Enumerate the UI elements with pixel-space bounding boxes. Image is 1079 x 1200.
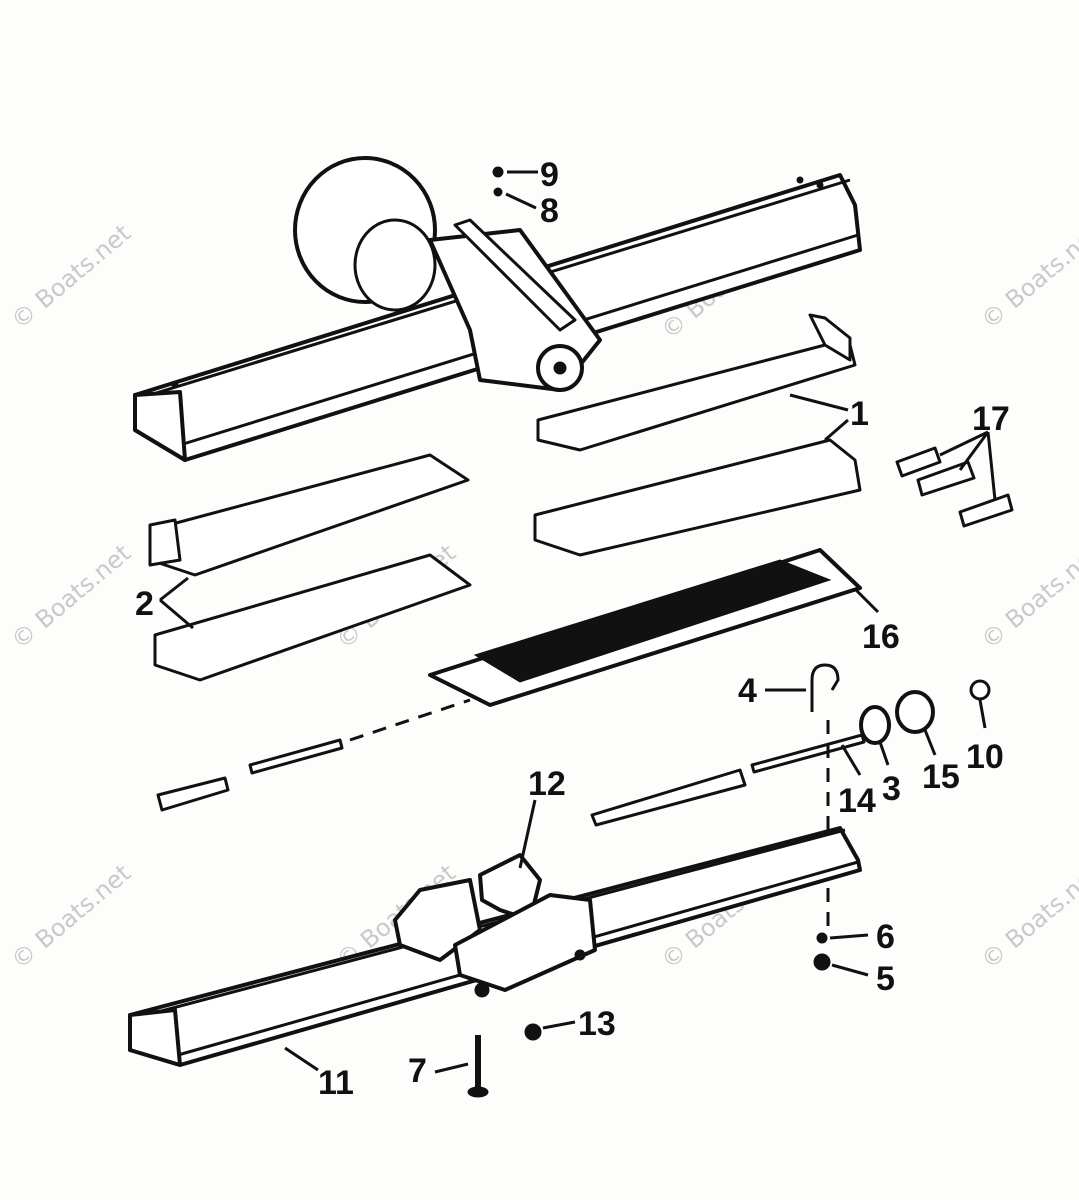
callout-2: 2 <box>135 585 154 623</box>
pad-17c <box>958 493 1014 528</box>
part-17-pads <box>895 446 1014 528</box>
callout-5: 5 <box>876 960 895 998</box>
shaft-rod-short <box>248 738 344 775</box>
hardware <box>467 166 831 1098</box>
nut-10 <box>969 679 991 701</box>
part-2-plates <box>148 453 472 682</box>
callout-12: 12 <box>528 765 566 803</box>
callout-8: 8 <box>540 192 559 230</box>
motor-shaft-end <box>353 218 437 312</box>
leader-lines <box>159 170 997 1074</box>
guide-rod <box>590 768 747 827</box>
plate-1b <box>533 438 862 557</box>
callout-labels: 9 8 1 17 2 16 4 10 15 3 14 12 6 5 13 7 1… <box>135 156 1010 1102</box>
callout-1: 1 <box>850 395 869 433</box>
pad-17a <box>895 446 942 478</box>
upper-rail-end <box>133 390 187 462</box>
lower-rail-assembly <box>128 826 862 1067</box>
pad-17b <box>916 460 976 497</box>
callout-3: 3 <box>882 770 901 808</box>
callout-7: 7 <box>408 1052 427 1090</box>
callout-6: 6 <box>876 918 895 956</box>
washer-6 <box>816 932 828 944</box>
bracket-flange <box>453 218 577 332</box>
lower-rail-end <box>128 1008 182 1067</box>
callout-15: 15 <box>922 758 960 796</box>
nut-5 <box>813 953 831 971</box>
hook-4 <box>810 663 840 712</box>
callout-13: 13 <box>578 1005 616 1043</box>
pulley-hub <box>553 361 567 375</box>
collar-3 <box>859 705 891 745</box>
clamp-12-lower <box>453 893 597 992</box>
watermark: © Boats.net <box>6 219 136 335</box>
part-16-rack <box>428 548 862 707</box>
rack-teeth <box>473 559 832 683</box>
watermark: © Boats.net <box>976 859 1079 975</box>
knob-15 <box>895 690 935 734</box>
plate-2b <box>153 553 472 682</box>
watermark: © Boats.net <box>6 859 136 975</box>
upper-rail-assembly <box>133 156 862 462</box>
part-1-plates <box>533 313 862 557</box>
callout-10: 10 <box>966 738 1004 776</box>
washer-9 <box>492 166 504 178</box>
screw-13 <box>524 1023 542 1041</box>
callout-11: 11 <box>318 1064 354 1102</box>
shaft-14 <box>750 733 866 774</box>
plate-1a-tab <box>808 313 852 362</box>
shaft-end-plug <box>156 776 230 812</box>
callout-16: 16 <box>862 618 900 656</box>
callout-4: 4 <box>738 672 757 710</box>
callout-14: 14 <box>838 782 876 820</box>
shaft-parts <box>156 663 991 935</box>
watermark: © Boats.net <box>6 539 136 655</box>
watermark: © Boats.net <box>976 219 1079 335</box>
screw-8 <box>493 187 503 197</box>
callout-17: 17 <box>972 400 1010 438</box>
plate-2a-end <box>148 518 182 567</box>
watermark: © Boats.net <box>976 539 1079 655</box>
callout-9: 9 <box>540 156 559 194</box>
